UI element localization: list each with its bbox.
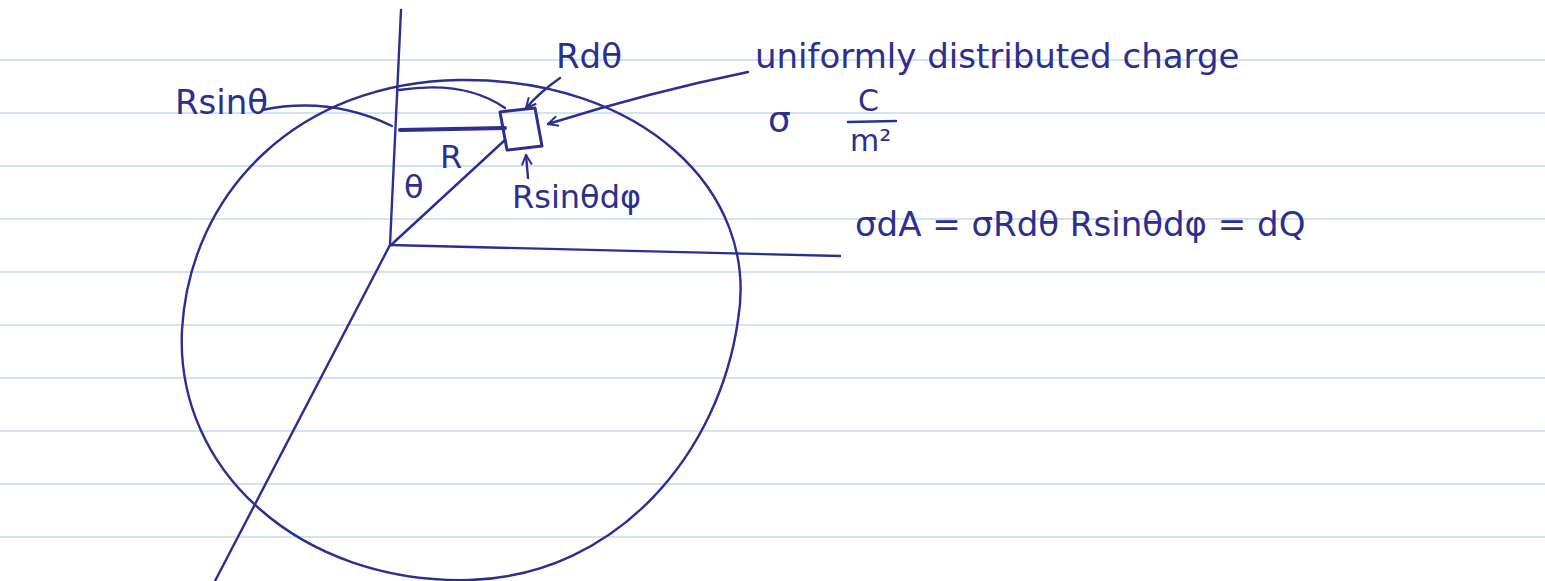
leader-rdtheta: [526, 78, 560, 108]
radius-line: [391, 140, 505, 245]
x-axis: [390, 245, 840, 256]
annotation-label: m²: [850, 124, 891, 157]
annotation-label: σ: [768, 100, 791, 140]
ruled-lines: [0, 60, 1545, 537]
leader-rsinthetadphi: [526, 155, 528, 178]
annotation-label: R: [440, 140, 462, 175]
annotation-label: Rsinθdφ: [512, 180, 641, 215]
theta-arc: [399, 87, 505, 108]
annotation-label: Rdθ: [556, 38, 622, 75]
leader-charge: [548, 72, 748, 124]
annotation-label: Rsinθ: [175, 84, 268, 121]
annotation-label: uniformly distributed charge: [755, 38, 1239, 75]
sphere-outline: [182, 80, 741, 580]
fraction-bar: [848, 121, 896, 122]
annotation-label: C: [858, 84, 879, 117]
annotation-label: σdA = σRdθ Rsinθdφ = dQ: [855, 206, 1305, 243]
y-axis: [215, 245, 390, 581]
annotation-label: θ: [404, 170, 424, 205]
rsintheta-line: [400, 128, 505, 130]
leader-rsintheta: [262, 106, 392, 126]
z-axis: [390, 10, 401, 245]
surface-patch: [500, 108, 542, 150]
